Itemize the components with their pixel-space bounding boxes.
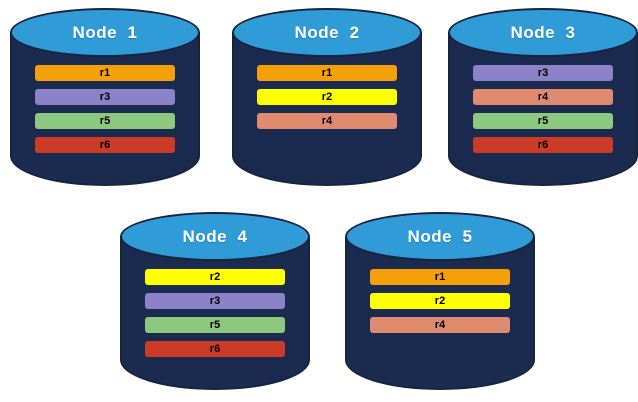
cylinder-top-ellipse xyxy=(345,212,535,261)
database-node-5[interactable]: Node 5 r1 r2 r4 xyxy=(345,212,535,390)
record-bar[interactable]: r5 xyxy=(145,317,285,333)
record-list: r2 r3 r5 r6 xyxy=(145,269,285,357)
database-node-4[interactable]: Node 4 r2 r3 r5 r6 xyxy=(120,212,310,390)
node-title: Node 3 xyxy=(510,22,576,42)
record-bar[interactable]: r2 xyxy=(370,293,510,309)
database-node-3[interactable]: Node 3 r3 r4 r5 r6 xyxy=(448,8,638,186)
record-list: r3 r4 r5 r6 xyxy=(473,65,613,153)
database-node-2[interactable]: Node 2 r1 r2 r4 xyxy=(232,8,422,186)
record-bar[interactable]: r1 xyxy=(370,269,510,285)
cylinder-top-ellipse xyxy=(10,8,200,57)
record-bar[interactable]: r6 xyxy=(145,341,285,357)
record-bar[interactable]: r5 xyxy=(473,113,613,129)
cylinder-top-ellipse xyxy=(120,212,310,261)
record-bar[interactable]: r6 xyxy=(473,137,613,153)
record-bar[interactable]: r3 xyxy=(145,293,285,309)
record-bar[interactable]: r2 xyxy=(145,269,285,285)
record-list: r1 r2 r4 xyxy=(370,269,510,333)
record-bar[interactable]: r4 xyxy=(473,89,613,105)
record-bar[interactable]: r5 xyxy=(35,113,175,129)
cylinder-top-ellipse xyxy=(448,8,638,57)
record-list: r1 r2 r4 xyxy=(257,65,397,129)
record-bar[interactable]: r6 xyxy=(35,137,175,153)
record-bar[interactable]: r3 xyxy=(35,89,175,105)
record-bar[interactable]: r3 xyxy=(473,65,613,81)
record-bar[interactable]: r4 xyxy=(370,317,510,333)
database-node-1[interactable]: Node 1 r1 r3 r5 r6 xyxy=(10,8,200,186)
record-list: r1 r3 r5 r6 xyxy=(35,65,175,153)
record-bar[interactable]: r4 xyxy=(257,113,397,129)
node-title: Node 5 xyxy=(407,226,473,246)
record-bar[interactable]: r1 xyxy=(35,65,175,81)
record-bar[interactable]: r2 xyxy=(257,89,397,105)
node-title: Node 4 xyxy=(182,226,248,246)
node-title: Node 1 xyxy=(72,22,138,42)
node-title: Node 2 xyxy=(294,22,360,42)
record-bar[interactable]: r1 xyxy=(257,65,397,81)
cylinder-top-ellipse xyxy=(232,8,422,57)
